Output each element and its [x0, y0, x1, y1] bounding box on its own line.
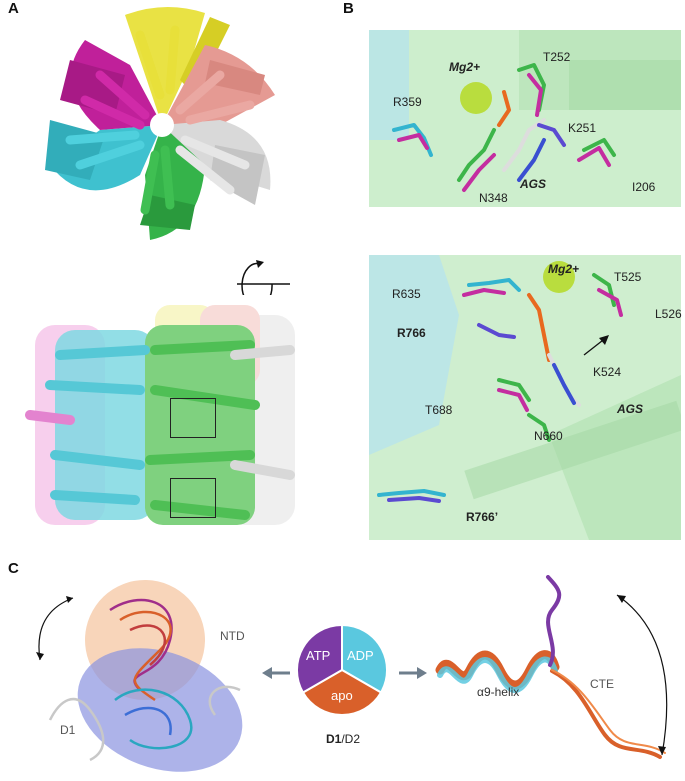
left-arrow-icon — [262, 667, 292, 679]
label-r635: R635 — [392, 287, 421, 301]
hexamer-side-view — [25, 295, 305, 540]
binding-site-d1-panel — [369, 30, 681, 207]
label-cte: CTE — [590, 677, 614, 691]
pie-label-adp: ADP — [347, 648, 374, 663]
label-ags-bottom: AGS — [617, 402, 644, 416]
label-t688: T688 — [425, 403, 453, 417]
label-n348: N348 — [479, 191, 508, 205]
panel-label-c: C — [8, 560, 19, 577]
binding-site-d2-panel — [369, 255, 681, 540]
label-i206: I206 — [632, 180, 656, 194]
label-helix: α9-helix — [477, 685, 520, 699]
panel-label-a: A — [8, 0, 19, 17]
label-t252: T252 — [543, 50, 571, 64]
legend-d2: /D2 — [341, 732, 361, 746]
label-ags-top: AGS — [520, 177, 547, 191]
inset-box-d1 — [170, 398, 216, 438]
hexamer-top-view — [30, 5, 295, 245]
ntd-motion-arrow-icon — [28, 588, 88, 668]
right-arrow-icon — [397, 667, 427, 679]
label-l526: L526 — [655, 307, 682, 321]
label-mg-bottom: Mg2+ — [548, 262, 580, 276]
label-r766: R766 — [397, 326, 426, 340]
label-k524: K524 — [593, 365, 622, 379]
domain-legend: D1/D2 — [326, 732, 360, 746]
inset-box-d2 — [170, 478, 216, 518]
label-r359: R359 — [393, 95, 422, 109]
helix-cte-structure — [430, 575, 670, 775]
cte-motion-arrow-icon — [612, 590, 682, 760]
label-n660: N660 — [534, 429, 563, 443]
state-pie-chart — [295, 623, 389, 717]
pie-label-atp: ATP — [306, 648, 331, 663]
ntd-overlay-structure — [30, 570, 260, 775]
pie-label-apo: apo — [331, 688, 353, 703]
label-mg-top: Mg2+ — [449, 60, 481, 74]
label-ntd: NTD — [220, 629, 245, 643]
label-t525: T525 — [614, 270, 642, 284]
legend-d1: D1 — [326, 732, 342, 746]
label-k251: K251 — [568, 121, 597, 135]
panel-label-b: B — [343, 0, 354, 17]
label-r766-prime: R766’ — [466, 510, 499, 524]
label-d1: D1 — [60, 723, 76, 737]
